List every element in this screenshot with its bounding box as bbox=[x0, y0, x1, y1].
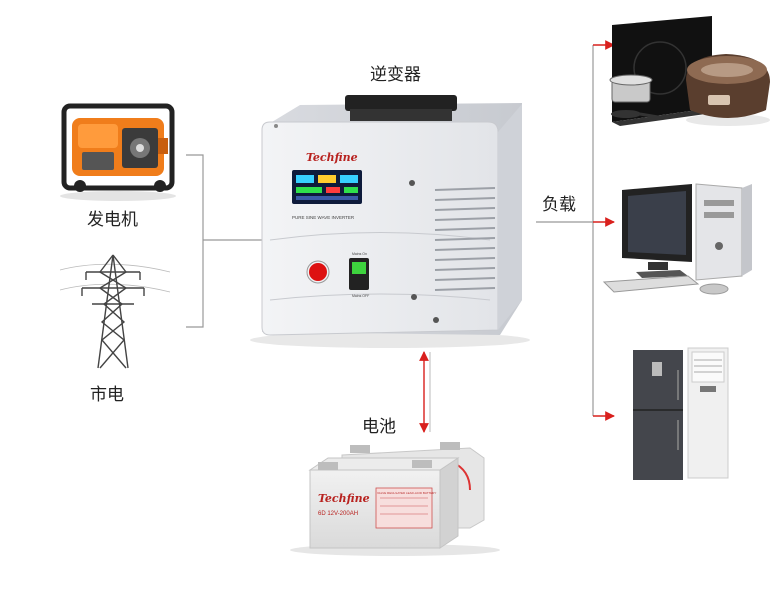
battery-arrow bbox=[419, 351, 431, 433]
inverter-model: PURE SINE WAVE INVERTER bbox=[292, 215, 355, 220]
rice-cooker-icon bbox=[686, 54, 770, 126]
computer-icon bbox=[602, 183, 752, 295]
switch-off-label: Mains OFF bbox=[352, 294, 369, 298]
battery-front bbox=[308, 457, 460, 549]
generator-label: 发电机 bbox=[87, 210, 138, 230]
battery-label: 电池 bbox=[362, 417, 396, 437]
battery-type: VALVE REGULATED LEAD-ACID BATTERY bbox=[377, 491, 436, 495]
power-tower-icon bbox=[59, 254, 171, 369]
inverter-brand: Techfine bbox=[306, 151, 358, 164]
battery-spec: 6D 12V-200AH bbox=[318, 511, 358, 517]
vent-grille bbox=[434, 187, 496, 291]
inverter-unit bbox=[250, 95, 530, 348]
inverter-handle bbox=[345, 95, 457, 111]
source-bracket bbox=[186, 154, 262, 328]
generator-icon bbox=[60, 103, 176, 201]
air-conditioner-icon bbox=[687, 347, 729, 479]
load-label: 负载 bbox=[542, 195, 576, 215]
switch-on-label: Mains On bbox=[352, 252, 367, 256]
load-arrows bbox=[593, 40, 615, 421]
load-bracket bbox=[536, 45, 594, 416]
battery-pack bbox=[290, 442, 500, 556]
battery-brand: Techfine bbox=[318, 492, 370, 505]
grid-label: 市电 bbox=[90, 385, 124, 405]
power-button bbox=[309, 263, 327, 281]
inverter-label: 逆变器 bbox=[370, 65, 421, 85]
refrigerator-icon bbox=[633, 350, 683, 480]
pot-icon bbox=[609, 74, 665, 120]
